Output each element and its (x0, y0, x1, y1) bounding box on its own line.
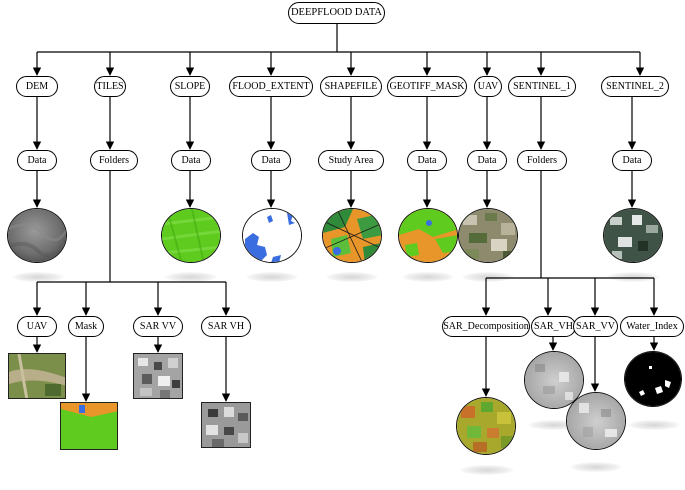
sentinel-1-water-index-node: Water_Index (620, 316, 684, 337)
sar-vv-shadow (570, 462, 622, 472)
uav-data-node: Data (467, 150, 507, 171)
category-tiles-node: TILES (94, 76, 126, 97)
sar-decomposition-image (456, 397, 516, 455)
sentinel-2-image (603, 208, 663, 263)
tiles-mask-node: Mask (68, 316, 104, 337)
slope-data-node: Data (171, 150, 211, 171)
sar-vh-image (524, 351, 584, 409)
sentinel-2-shadow (607, 272, 659, 282)
water-index-shadow (628, 420, 680, 430)
dem-image (7, 208, 67, 263)
sentinel-1-sar-vv-node: SAR_VV (573, 316, 618, 337)
category-geotiff-mask-node: GEOTIFF_MASK (387, 76, 467, 97)
slope-shadow (165, 272, 217, 282)
uav-shadow (462, 272, 514, 282)
category-shapefile-node: SHAPEFILE (320, 76, 382, 97)
tiles-sar-vh-node: SAR VH (201, 316, 251, 337)
root-node: DEEPFLOOD DATA (288, 2, 385, 24)
sentinel-1-sar-decomposition-node: SAR_Decomposition (442, 316, 530, 337)
tiles-mask-image (60, 402, 118, 450)
flood-extent-shadow (246, 272, 298, 282)
sentinel-1-folders-node: Folders (517, 150, 567, 171)
category-dem-node: DEM (16, 76, 58, 97)
tiles-sar-vh-image (201, 402, 251, 448)
geotiff-mask-data-node: Data (407, 150, 447, 171)
flood-extent-data-node: Data (251, 150, 291, 171)
uav-image (458, 208, 518, 263)
tiles-sar-vv-image (133, 353, 183, 399)
sar-vv-image (566, 392, 626, 450)
shapefile-study-area-node: Study Area (318, 150, 384, 171)
category-sentinel-2-node: SENTINEL_2 (601, 76, 669, 97)
category-flood-extent-node: FLOOD_EXTENT (229, 76, 313, 97)
category-slope-node: SLOPE (170, 76, 210, 97)
dem-data-node: Data (17, 150, 57, 171)
tiles-uav-node: UAV (17, 316, 57, 337)
category-uav-node: UAV (474, 76, 502, 97)
geotiff-mask-image (398, 208, 458, 263)
flood-extent-image (242, 208, 302, 263)
dem-shadow (12, 272, 64, 282)
water-index-image (624, 351, 682, 407)
tiles-folders-node: Folders (90, 150, 138, 171)
sar-decomposition-shadow (460, 465, 514, 475)
sar-vh-shadow (528, 420, 580, 430)
geotiff-mask-shadow (402, 272, 454, 282)
shapefile-study-area-image (322, 208, 382, 263)
sentinel-1-sar-vh-node: SAR_VH (531, 316, 576, 337)
tiles-sar-vv-node: SAR VV (133, 316, 183, 337)
shapefile-shadow (326, 272, 378, 282)
sentinel-2-data-node: Data (612, 150, 652, 171)
category-sentinel-1-node: SENTINEL_1 (508, 76, 576, 97)
tiles-uav-image (8, 353, 66, 399)
slope-image (161, 208, 221, 263)
